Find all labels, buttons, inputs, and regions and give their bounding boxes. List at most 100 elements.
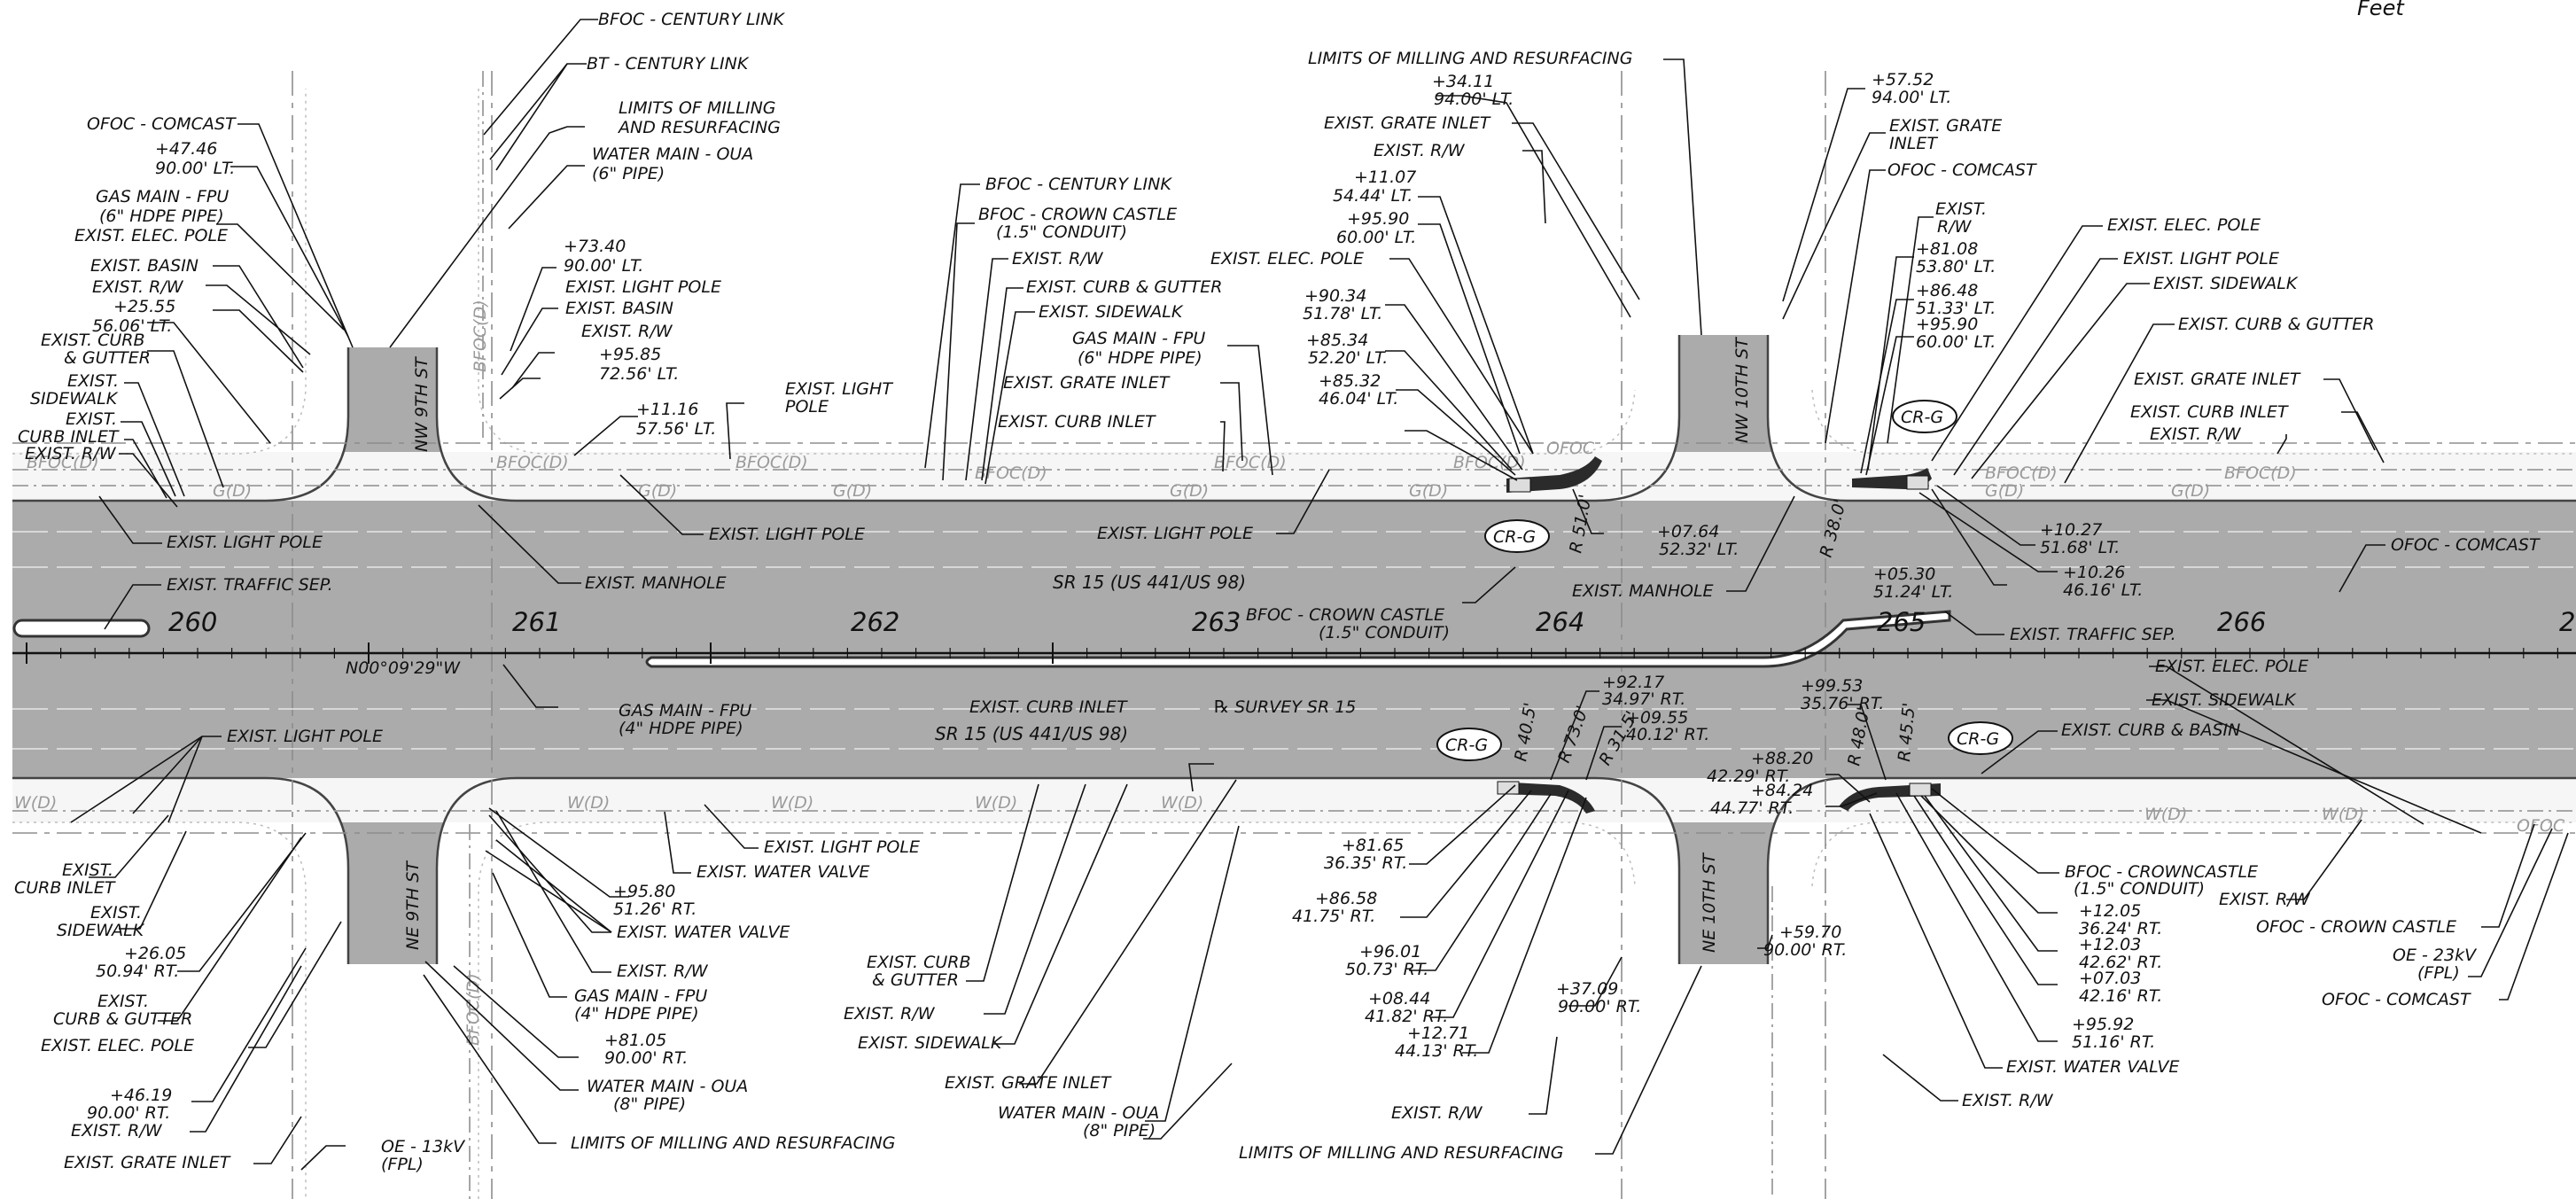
light-pole-label: EXIST. LIGHT POLE (764, 837, 920, 857)
gas-main-label: GAS MAIN - FPU (96, 187, 229, 206)
offset-label: 51.33' LT. (1916, 299, 1996, 318)
limits-milling-label: AND RESURFACING (617, 118, 781, 137)
bfoc-code: BFOC(D) (1985, 463, 2058, 483)
offset-label: 36.35' RT. (1324, 853, 1407, 873)
station-label: +47.46 (155, 139, 217, 159)
milling-lines (12, 531, 2576, 750)
station-label: +95.85 (599, 345, 661, 364)
offset-label: 51.68' LT. (2040, 538, 2120, 557)
bfoc-century-link-label: BFOC - CENTURY LINK (985, 175, 1172, 194)
station-labels: 260 261 262 263 264 265 266 2 (168, 607, 2575, 637)
offset-label: 51.24' LT. (1873, 582, 1953, 602)
curb-lines (12, 89, 2576, 1199)
rw-label: EXIST. (1935, 199, 1987, 219)
sidewalk-label: EXIST. SIDEWALK (858, 1033, 1003, 1053)
station-label: +95.80 (613, 882, 675, 901)
offset-label: 51.16' RT. (2072, 1032, 2155, 1052)
station-label: +34.11 (1432, 72, 1494, 91)
limits-milling-label: LIMITS OF MILLING AND RESURFACING (571, 1133, 895, 1153)
bt-century-link-label: BT - CENTURY LINK (587, 54, 750, 74)
rw-label: EXIST. R/W (1012, 249, 1104, 269)
station-label: +95.90 (1347, 209, 1409, 229)
bfoc-crown-castle-label: BFOC - CROWN CASTLE (1246, 605, 1444, 625)
light-pole-label: EXIST. LIGHT POLE (565, 277, 721, 297)
roadway-name-south: SR 15 (US 441/US 98) (935, 723, 1128, 744)
offset-label: 54.44' LT. (1333, 186, 1413, 206)
station-label: +59.70 (1779, 923, 1841, 942)
offset-label: 72.56' LT. (599, 364, 679, 384)
station-ticks (26, 642, 2558, 664)
rw-label: EXIST. R/W (1374, 141, 1466, 160)
grate-inlet-label: EXIST. GRATE (1889, 116, 2002, 136)
water-main-label: WATER MAIN - OUA (998, 1103, 1159, 1123)
station-label: +07.03 (2079, 969, 2141, 988)
limits-milling-label: LIMITS OF MILLING (619, 98, 776, 118)
survey-baseline (12, 642, 2576, 664)
curb-gutter-label: EXIST. CURB & GUTTER (2178, 315, 2374, 334)
street-nw-9th: NW 9TH ST (412, 356, 432, 452)
limits-milling-label: LIMITS OF MILLING AND RESURFACING (1308, 49, 1632, 68)
offset-label: 44.77' RT. (1710, 798, 1794, 818)
ofoc-comcast-label: OFOC - COMCAST (2391, 535, 2541, 555)
rw-label: EXIST. R/W (25, 444, 117, 463)
station-label: +95.90 (1916, 315, 1978, 334)
offset-label: 94.00' LT. (1434, 90, 1514, 109)
light-pole-label: EXIST. LIGHT POLE (167, 533, 323, 552)
basin-label: EXIST. BASIN (90, 256, 198, 276)
bfoc-code: BFOC(D) (2224, 463, 2297, 483)
water-code: W(D) (567, 793, 610, 813)
rw-label: EXIST. R/W (92, 277, 184, 297)
pavement (12, 335, 2576, 964)
offset-label: 40.12' RT. (1626, 725, 1709, 744)
gas-main-label: GAS MAIN - FPU (619, 701, 751, 720)
offset-label: 90.00' RT. (1558, 997, 1641, 1016)
basin-label: EXIST. BASIN (565, 299, 673, 318)
bfoc-code: BFOC(D) (1453, 453, 1526, 472)
curb-inlet-label: CURB INLET (14, 878, 116, 898)
station-label: +10.26 (2063, 563, 2125, 582)
station-label: +88.20 (1751, 749, 1813, 768)
oe-23kv-label: OE - 23kV (2393, 946, 2478, 965)
station-label: +12.71 (1407, 1024, 1469, 1043)
rw-label: EXIST. R/W (1391, 1103, 1483, 1123)
curb-gutter-label: & GUTTER (872, 970, 959, 990)
water-code: W(D) (14, 793, 57, 813)
offset-label: 90.00' RT. (1763, 940, 1847, 960)
curb-ramps (1497, 456, 1941, 814)
offset-label: 46.04' LT. (1319, 389, 1398, 409)
station-label: +12.03 (2079, 935, 2141, 954)
sidewalk-label: EXIST. (67, 371, 119, 391)
offset-label: 56.06' LT. (92, 316, 172, 336)
offset-label: 46.16' LT. (2063, 580, 2143, 600)
station-266: 266 (2217, 607, 2266, 637)
grate-inlet-label: EXIST. GRATE INLET (945, 1073, 1112, 1093)
light-pole-label: EXIST. LIGHT POLE (2123, 249, 2279, 269)
station-265: 265 (1877, 607, 1926, 637)
utility-lines (12, 71, 2576, 1199)
grate-inlet-label: INLET (1889, 134, 1938, 153)
bfoc-code: BFOC(D) (27, 453, 99, 472)
offset-label: 52.32' LT. (1659, 540, 1739, 559)
water-valve-label: EXIST. WATER VALVE (697, 862, 869, 882)
light-pole-label: POLE (785, 397, 829, 417)
water-code: W(D) (2322, 805, 2364, 824)
station-262: 262 (851, 607, 899, 637)
light-pole-label: EXIST. LIGHT POLE (709, 525, 865, 544)
rw-label: EXIST. R/W (2150, 424, 2242, 444)
oe-13kv-label: (FPL) (381, 1155, 424, 1174)
grate-inlet-label: EXIST. GRATE INLET (1324, 113, 1491, 133)
offset-label: 41.75' RT. (1292, 907, 1375, 926)
bfoc-crown-castle-label: BFOC - CROWN CASTLE (978, 205, 1177, 224)
offset-label: 50.94' RT. (96, 962, 179, 981)
elec-pole-label: EXIST. ELEC. POLE (74, 226, 228, 245)
station-label: +92.17 (1602, 673, 1664, 692)
ramp-tags: CR-G CR-G CR-G CR-G (1436, 400, 2013, 761)
curb-gutter-label: & GUTTER (64, 348, 151, 368)
sidewalk-label: EXIST. SIDEWALK (2152, 690, 2297, 710)
station-label: +10.27 (2040, 520, 2102, 540)
elec-pole-label: EXIST. ELEC. POLE (1210, 249, 1364, 269)
rw-label: EXIST. R/W (581, 322, 673, 341)
traffic-sep-label: EXIST. TRAFFIC SEP. (2010, 625, 2176, 644)
curb-inlet-label: EXIST. (62, 860, 113, 880)
